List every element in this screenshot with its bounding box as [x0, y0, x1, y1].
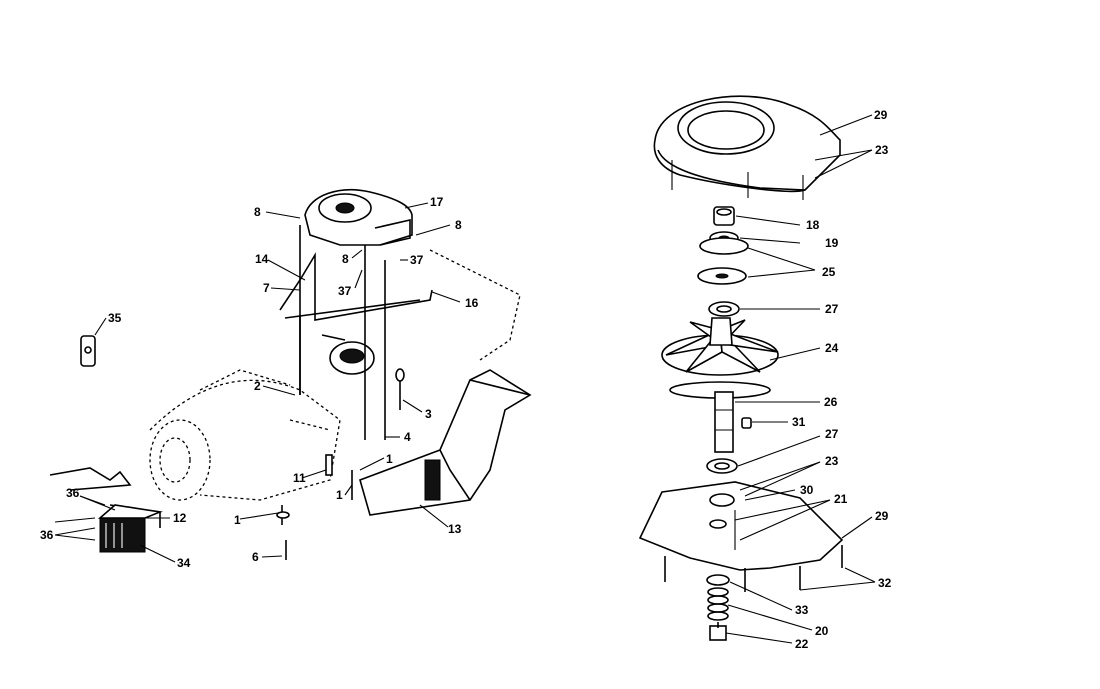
key-31	[741, 417, 752, 429]
callout-25: 25	[822, 265, 836, 279]
callout-1-middle: 1	[336, 488, 343, 502]
callout-24: 24	[825, 341, 839, 355]
callout-33: 33	[795, 603, 809, 617]
callout-19: 19	[825, 236, 839, 250]
hex-nut-18	[713, 206, 735, 226]
callout-4: 4	[404, 430, 411, 444]
callout-16: 16	[465, 296, 479, 310]
motor-pulley	[321, 334, 375, 375]
callout-12: 12	[173, 511, 187, 525]
belt-dashed	[429, 249, 521, 361]
callout-17: 17	[430, 195, 444, 209]
callout-7: 7	[263, 281, 270, 295]
callout-32: 32	[878, 576, 892, 590]
bolts-32	[664, 545, 843, 592]
bearing-27-bottom	[706, 458, 738, 474]
callout-21: 21	[834, 492, 848, 506]
upper-housing-17	[304, 188, 413, 246]
callout-29-plate: 29	[875, 509, 889, 523]
callout-8-right: 8	[455, 218, 462, 232]
callout-35: 35	[108, 311, 122, 325]
callout-31: 31	[792, 415, 806, 429]
callout-23-bottom: 23	[825, 454, 839, 468]
callout-14: 14	[255, 252, 269, 266]
blower-housing-29	[653, 95, 841, 200]
callout-37-right: 37	[410, 253, 424, 267]
base-plate-29	[638, 481, 844, 571]
callout-8-mid: 8	[342, 252, 349, 266]
callout-23-top: 23	[875, 143, 889, 157]
callout-34: 34	[177, 556, 191, 570]
clip-35	[80, 335, 96, 367]
callout-37-left: 37	[338, 284, 352, 298]
callout-36-upper: 36	[66, 486, 80, 500]
engine-outline-dashed	[149, 369, 341, 501]
left-leader-lines	[54, 202, 461, 563]
callout-20: 20	[815, 624, 829, 638]
callout-29-housing: 29	[874, 108, 888, 122]
shaft-26	[714, 391, 734, 453]
callout-26: 26	[824, 395, 838, 409]
discharge-chute-13	[359, 369, 532, 516]
callout-27-top: 27	[825, 302, 839, 316]
right-leader-lines	[725, 114, 876, 644]
callout-8-left: 8	[254, 205, 261, 219]
callout-1-upper: 1	[386, 452, 393, 466]
callout-27-bottom: 27	[825, 427, 839, 441]
part-callouts: 29 23 18 19 25 27 24 26 31 27 23 30 21 2…	[40, 108, 892, 651]
callout-18: 18	[806, 218, 820, 232]
washer-33	[706, 574, 730, 586]
callout-1-lower: 1	[234, 513, 241, 527]
callout-11: 11	[293, 471, 306, 485]
callout-22: 22	[795, 637, 809, 651]
bolt-22	[709, 622, 727, 641]
callout-6: 6	[252, 550, 259, 564]
spacer-25	[697, 237, 749, 285]
impeller-fan-24	[661, 317, 779, 399]
coil-box-34	[97, 504, 164, 553]
callout-13: 13	[448, 522, 462, 536]
callout-30: 30	[800, 483, 814, 497]
callout-2: 2	[254, 379, 261, 393]
bearing-27-top	[708, 301, 740, 317]
callout-36-lower: 36	[40, 528, 54, 542]
spring-20	[707, 587, 729, 621]
callout-3: 3	[425, 407, 432, 421]
rods-and-bolts	[276, 225, 405, 560]
